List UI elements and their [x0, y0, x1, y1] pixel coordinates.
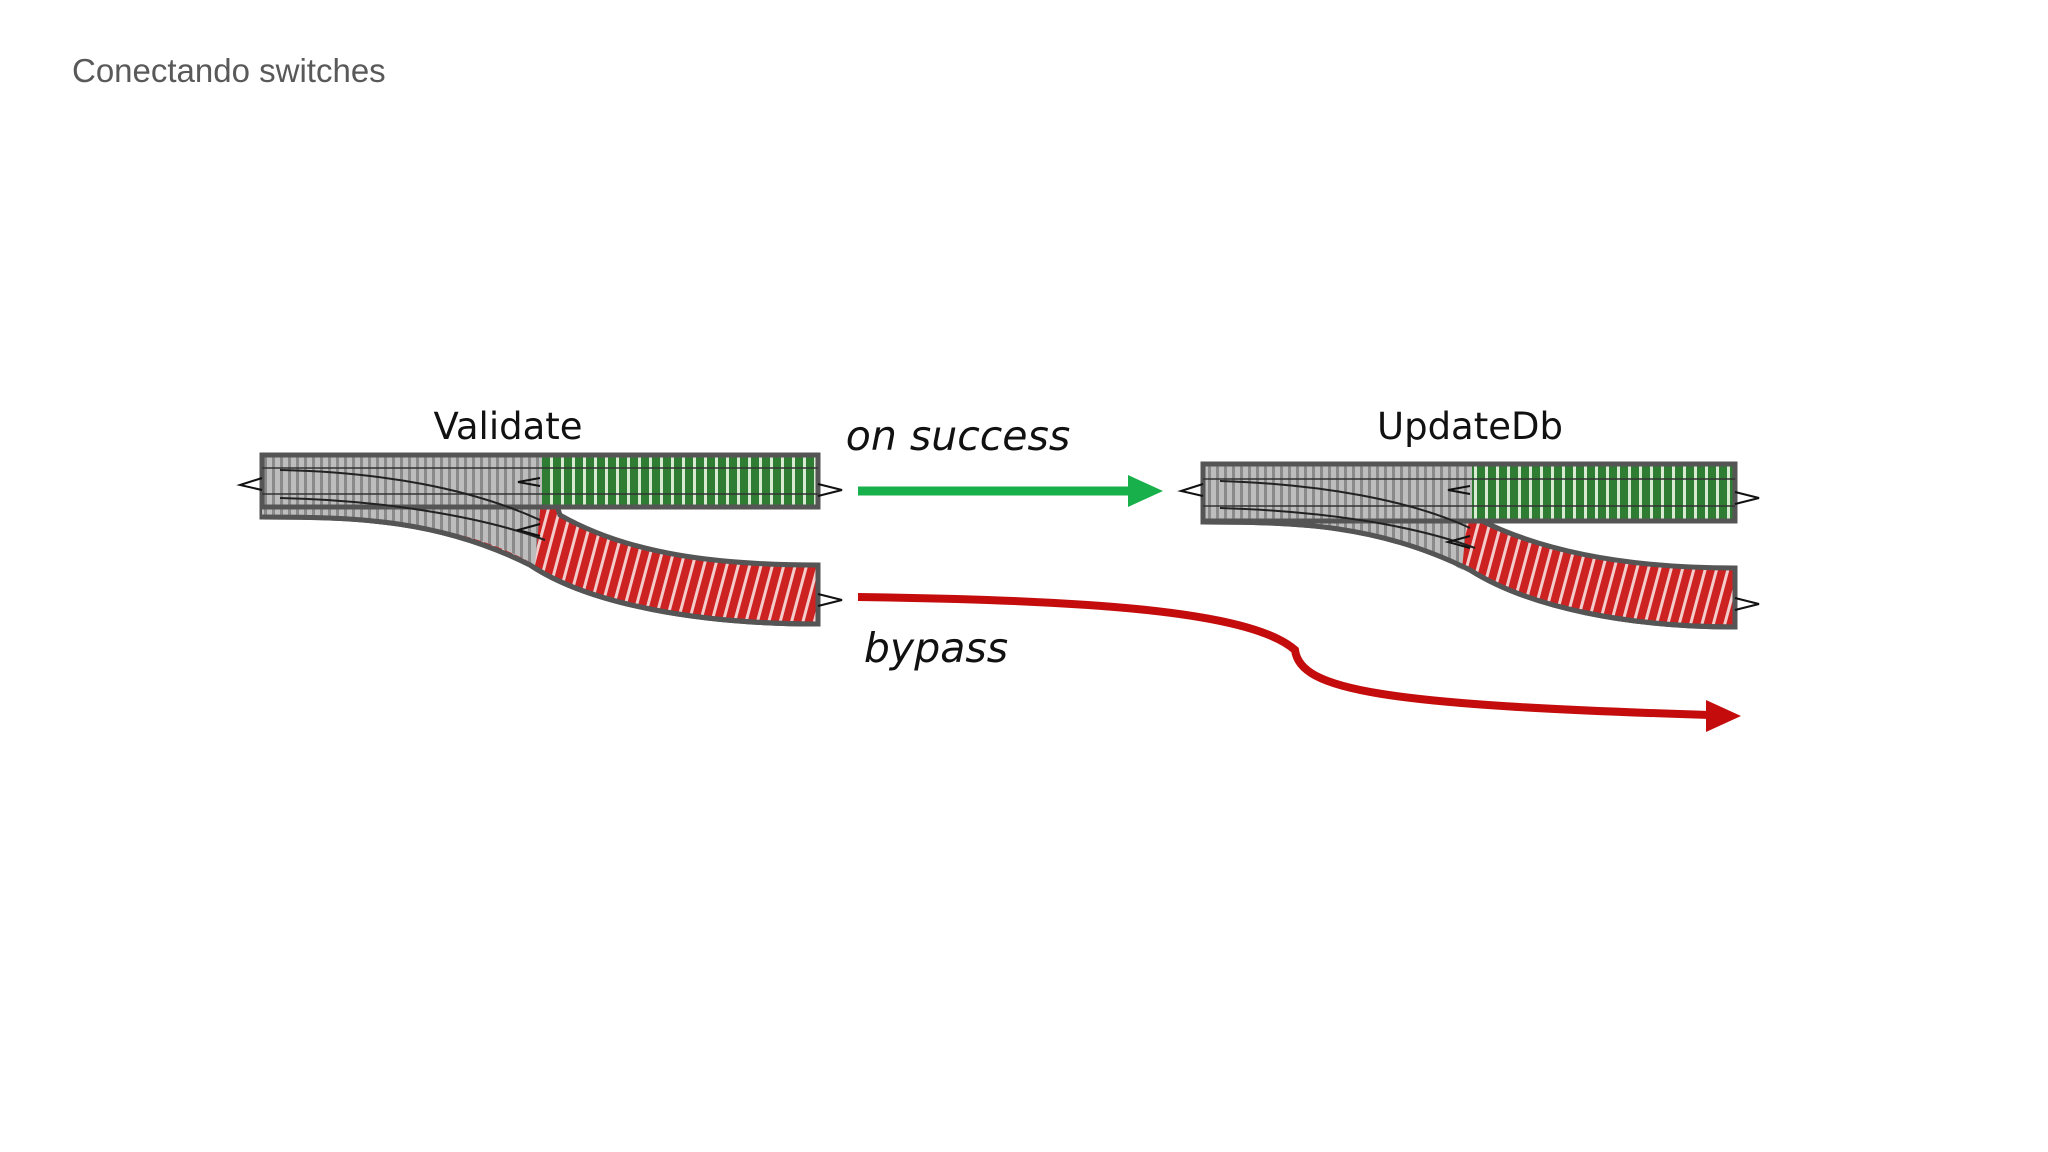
switch-updatedb: UpdateDb	[1177, 405, 1760, 630]
success-arrow-label: on success	[846, 412, 1070, 460]
switch-label-updatedb: UpdateDb	[1377, 405, 1563, 448]
bypass-arrow: bypass	[857, 593, 1741, 732]
slide-title: Conectando switches	[72, 52, 386, 89]
switch-label-validate: Validate	[433, 405, 582, 448]
bypass-arrow-label: bypass	[864, 624, 1008, 672]
success-track-validate	[542, 455, 818, 507]
switch-validate: Validate	[236, 405, 843, 627]
success-track-updatedb	[1472, 464, 1735, 521]
success-arrow: on success	[846, 412, 1163, 507]
